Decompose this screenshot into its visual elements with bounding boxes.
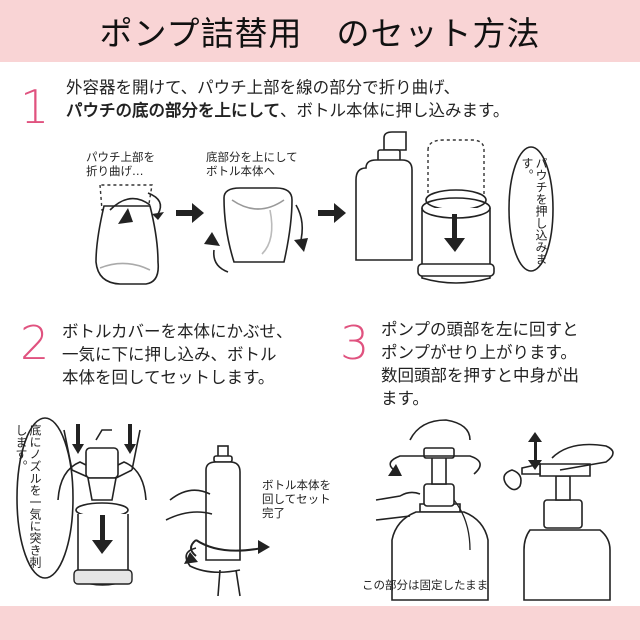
speech-balloon-2	[16, 417, 74, 579]
step-1-line-2-rest: 、ボトル本体に押し込みます。	[280, 101, 510, 120]
label-push: パウチを押し込みます。	[520, 157, 548, 265]
step-1-line-1: 外容器を開けて、パウチ上部を線の部分で折り曲げ、	[66, 78, 461, 97]
label-rotate-2: 回してセット	[262, 492, 331, 506]
step-3-line-2: ポンプがせり上がります。	[381, 343, 577, 362]
step-1-number: 1	[20, 80, 50, 134]
page-title: ポンプ詰替用 のセット方法	[99, 14, 541, 53]
footer-band	[0, 606, 640, 640]
label-fixed: この部分は固定したまま	[362, 578, 489, 592]
label-nozzle: 底にノズルを一気に突き刺します。	[14, 424, 42, 568]
right-arrow-icon	[318, 203, 346, 223]
label-rotate: ボトル本体を 回してセット 完了	[262, 478, 331, 520]
step-1-illustrations	[95, 131, 554, 285]
label-rotate-3: 完了	[262, 506, 285, 520]
step-3-number: 3	[340, 316, 370, 370]
bottle-with-pouch-icon	[355, 131, 495, 284]
step-2-number: 2	[20, 316, 50, 370]
step-1-text: 外容器を開けて、パウチ上部を線の部分で折り曲げ、 パウチの底の部分を上にして、ボ…	[66, 76, 509, 122]
step-2-line-1: ボトルカバーを本体にかぶせ、	[62, 322, 293, 341]
step-2-line-3: 本体を回してセットします。	[62, 368, 275, 387]
step-3-line-4: ます。	[381, 389, 429, 408]
speech-balloon	[508, 146, 554, 272]
cover-press-icon	[57, 424, 147, 586]
step-2-text: ボトルカバーを本体にかぶせ、 一気に下に押し込み、ボトル 本体を回してセットしま…	[62, 320, 293, 389]
step-2-line-2: 一気に下に押し込み、ボトル	[62, 345, 277, 364]
label-rotate-1: ボトル本体を	[262, 478, 331, 492]
label-fold: パウチ上部を 折り曲げ…	[86, 150, 155, 178]
label-flip-2: ボトル本体へ	[206, 164, 275, 178]
step-1-bold: パウチの底の部分を上にして	[66, 101, 281, 120]
header-band: ポンプ詰替用 のセット方法	[0, 0, 640, 62]
pouch-flipped-icon	[204, 187, 308, 273]
right-arrow-icon	[176, 203, 204, 223]
label-fold-2: 折り曲げ…	[86, 164, 144, 178]
pump-rotate-icon	[375, 419, 489, 601]
pump-press-icon	[503, 432, 614, 601]
step-1-line-2: パウチの底の部分を上にして、ボトル本体に押し込みます。	[66, 99, 509, 122]
rotate-bottle-icon	[165, 445, 270, 597]
step-3-line-1: ポンプの頭部を左に回すと	[381, 320, 579, 339]
step-3-line-3: 数回頭部を押すと中身が出	[381, 366, 579, 385]
label-flip-1: 底部分を上にして	[206, 150, 298, 164]
label-fold-1: パウチ上部を	[86, 150, 155, 164]
pouch-folding-icon	[95, 184, 164, 285]
label-flip: 底部分を上にして ボトル本体へ	[206, 150, 298, 178]
step-3-text: ポンプの頭部を左に回すと ポンプがせり上がります。 数回頭部を押すと中身が出 ま…	[381, 318, 579, 410]
